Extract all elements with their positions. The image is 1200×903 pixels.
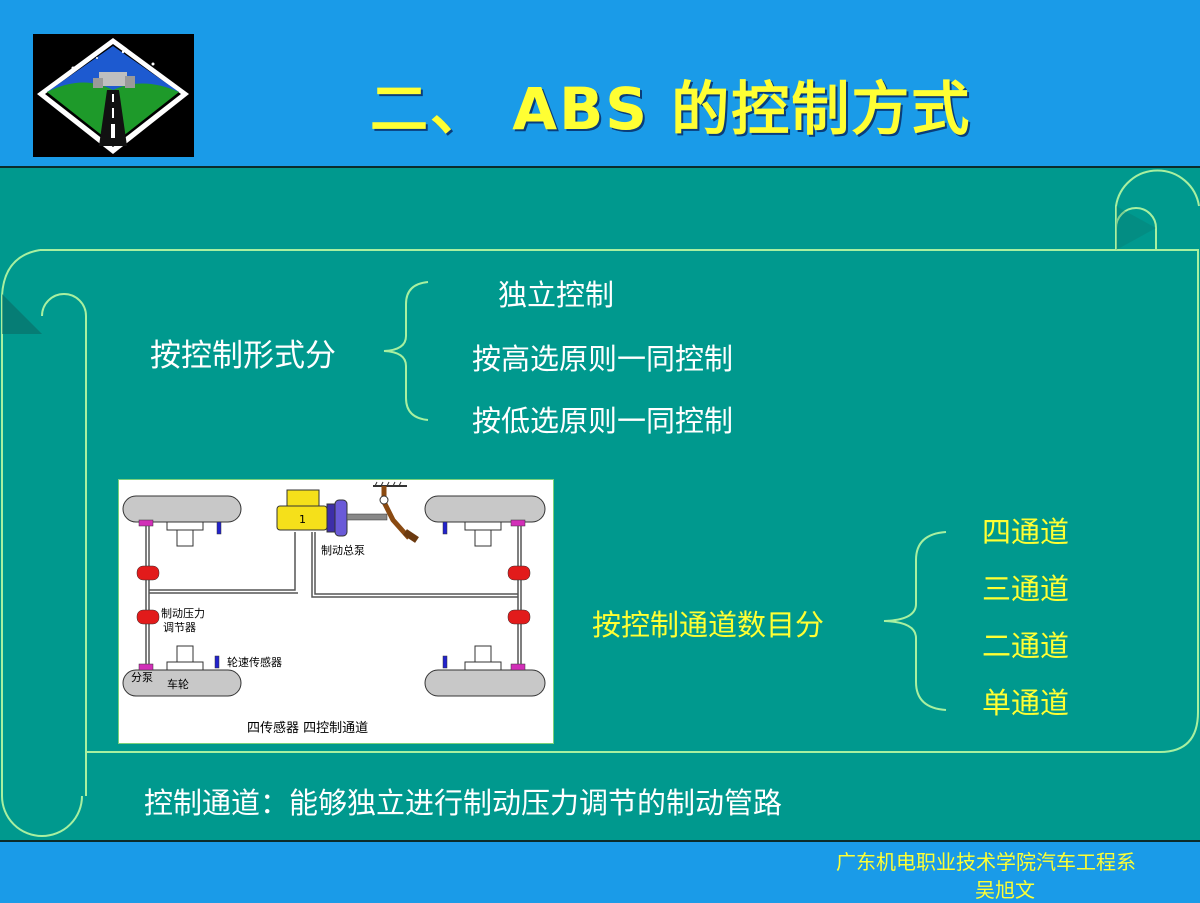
form-item-1: 独立控制 bbox=[498, 278, 615, 312]
logo bbox=[33, 34, 194, 157]
scroll-border-decoration bbox=[1, 169, 1200, 837]
page-title: 二、 ABS 的控制方式 bbox=[370, 75, 972, 143]
form-item-2: 按高选原则一同控制 bbox=[472, 342, 734, 376]
control-channel-definition: 控制通道：能够独立进行制动压力调节的制动管路 bbox=[144, 786, 783, 820]
abs-four-channel-diagram: 1 制动总泵 制动压力 调节器 轮速传感器 分泵 车轮 四传感器 四控制通道 bbox=[118, 479, 554, 744]
diagram-caption: 四传感器 四控制通道 bbox=[247, 720, 368, 736]
wheel-cylinder-label: 分泵 bbox=[131, 671, 153, 684]
footer-institution: 广东机电职业技术学院汽车工程系 bbox=[836, 850, 1136, 874]
right-brace-icon bbox=[883, 531, 947, 711]
form-item-3: 按低选原则一同控制 bbox=[472, 404, 734, 438]
footer-author: 吴旭文 bbox=[975, 878, 1035, 902]
wheel-sensor-label: 轮速传感器 bbox=[227, 655, 282, 669]
channel-section-heading: 按控制通道数目分 bbox=[592, 608, 825, 642]
left-brace-icon bbox=[383, 281, 429, 421]
master-pump-label: 制动总泵 bbox=[321, 543, 365, 557]
channel-item-2: 三通道 bbox=[982, 572, 1070, 606]
channel-item-4: 单通道 bbox=[982, 686, 1070, 720]
form-section-heading: 按控制形式分 bbox=[150, 338, 336, 374]
master-cylinder-number: 1 bbox=[299, 513, 306, 526]
pressure-regulator-label-2: 调节器 bbox=[163, 621, 196, 634]
road-diamond-logo-icon bbox=[37, 38, 189, 154]
pressure-regulator-label-1: 制动压力 bbox=[161, 607, 205, 620]
channel-item-3: 二通道 bbox=[982, 629, 1070, 663]
wheel-label: 车轮 bbox=[167, 677, 189, 691]
channel-item-1: 四通道 bbox=[982, 515, 1070, 549]
